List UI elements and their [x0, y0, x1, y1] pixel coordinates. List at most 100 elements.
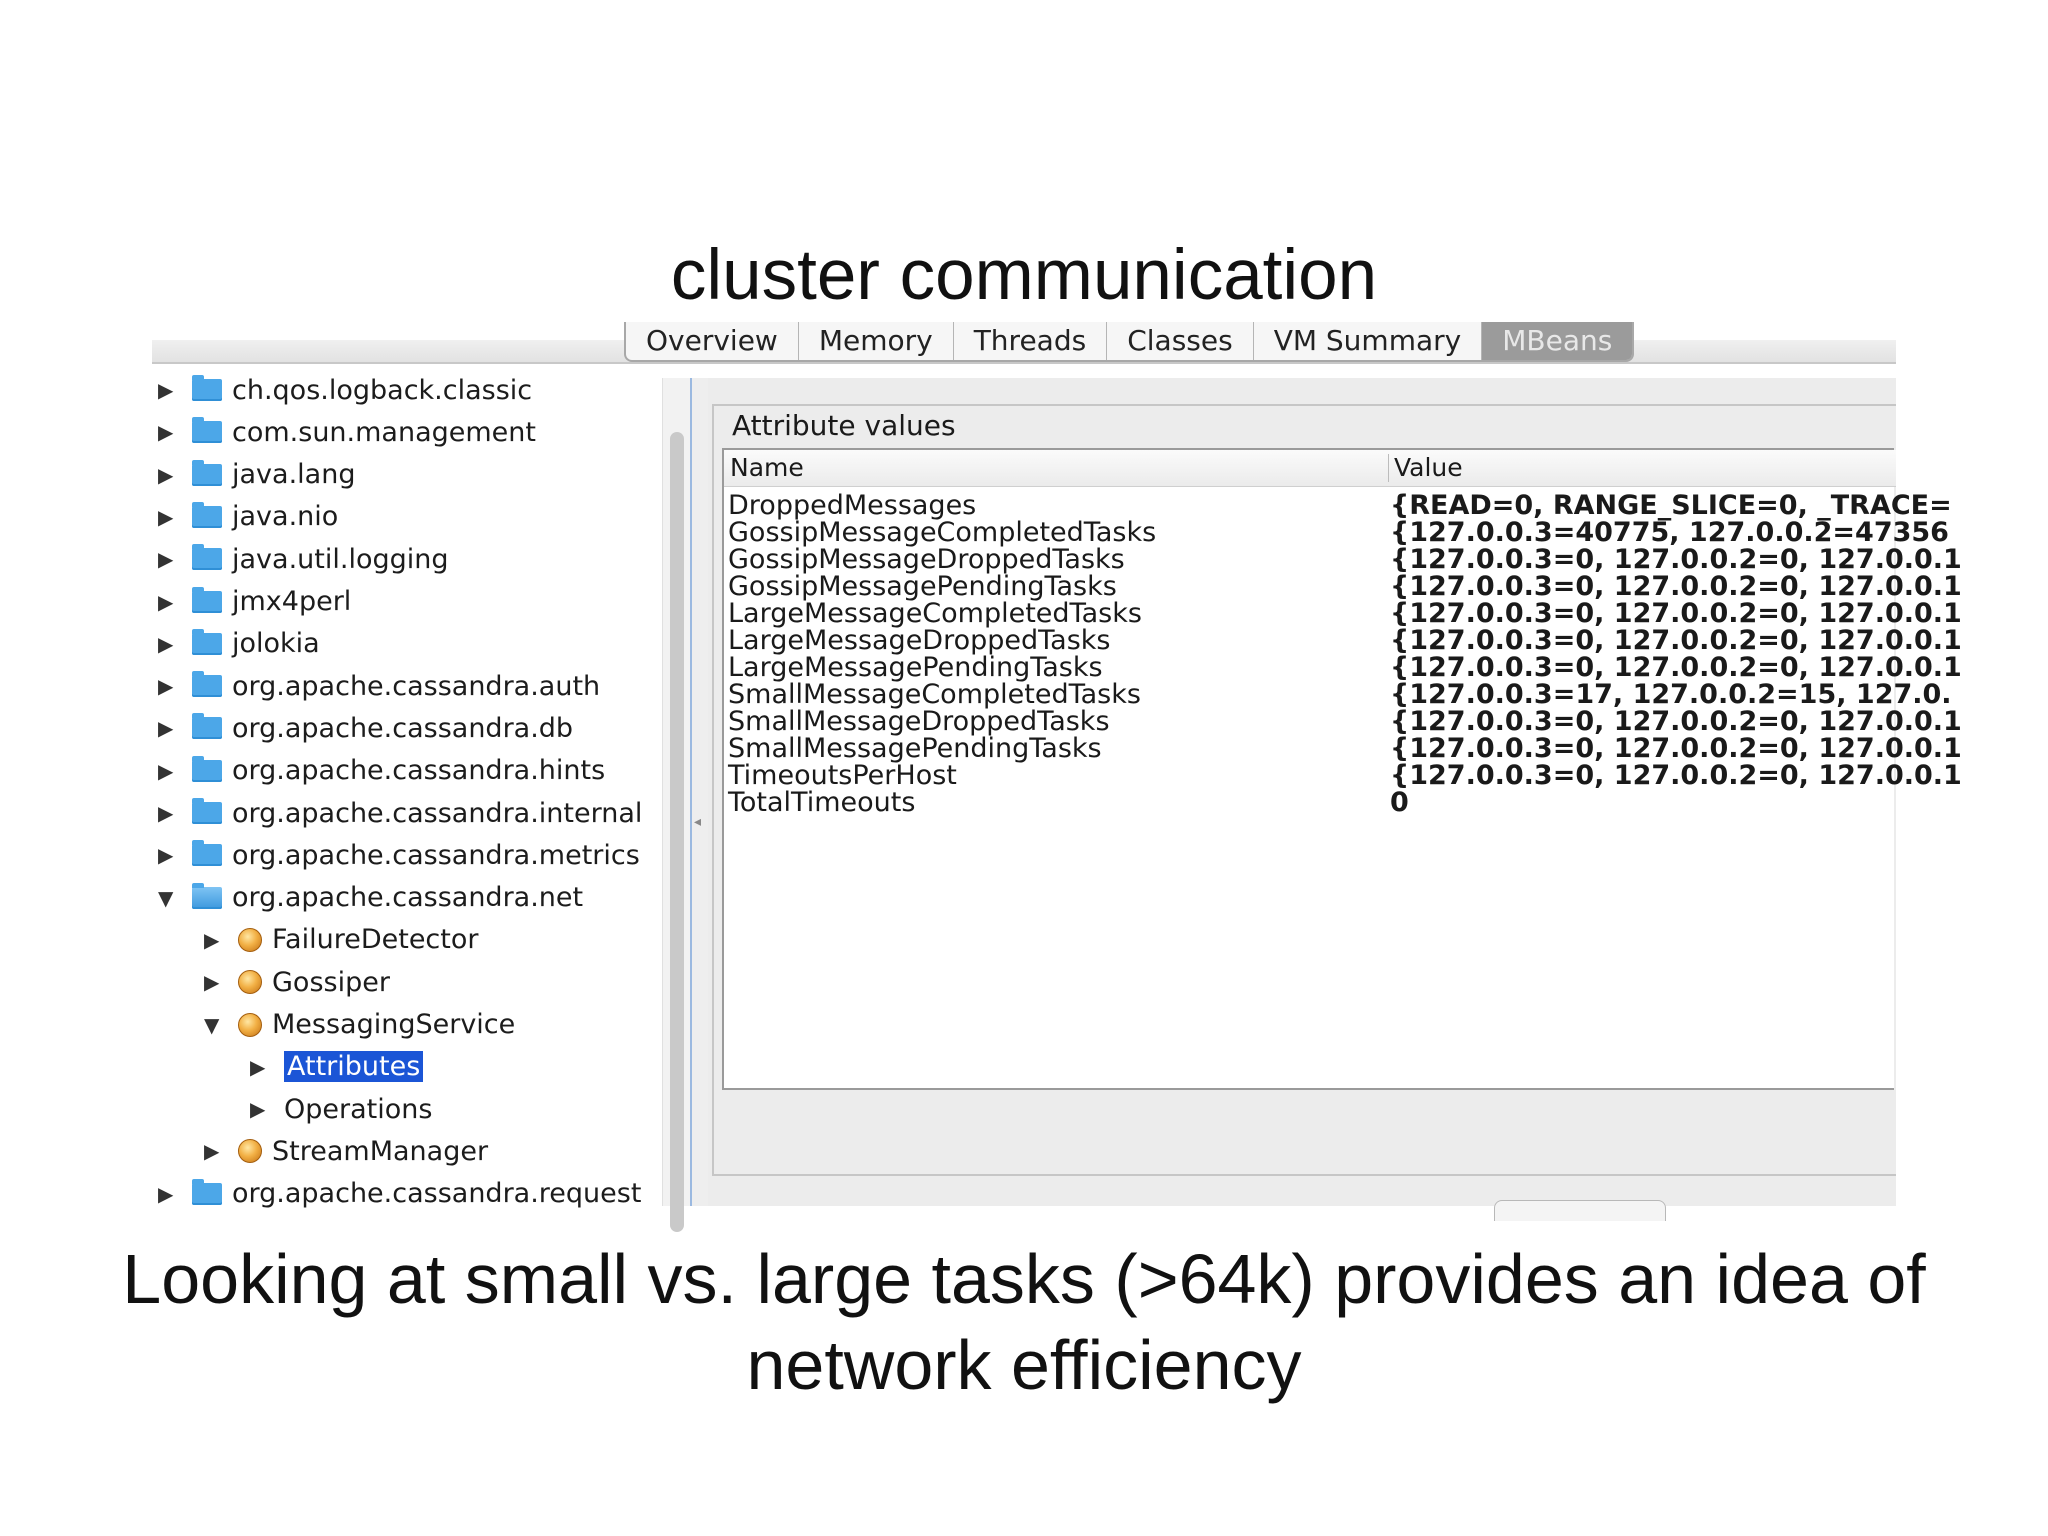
tree-node-label[interactable]: FailureDetector [272, 924, 479, 956]
collapse-triangle-icon[interactable]: ▼ [204, 1012, 220, 1037]
expand-triangle-icon[interactable]: ▶ [158, 758, 174, 783]
tree-node[interactable]: ▶ Attributes [250, 1046, 424, 1088]
tree-node[interactable]: ▶ java.nio [158, 496, 338, 538]
tree-node[interactable]: ▶ java.util.logging [158, 538, 449, 580]
expand-triangle-icon[interactable]: ▶ [204, 970, 220, 995]
expand-triangle-icon[interactable]: ▶ [158, 801, 174, 825]
expand-triangle-icon[interactable]: ▶ [158, 504, 174, 529]
tree-node[interactable]: ▶ java.lang [158, 454, 355, 496]
tree-scrollbar-thumb[interactable] [670, 432, 684, 1232]
attribute-value[interactable]: {127.0.0.3=0, 127.0.0.2=0, 127.0.0.1 [1390, 652, 1962, 683]
tree-scrollbar[interactable] [662, 378, 691, 1232]
tree-node-label[interactable]: org.apache.cassandra.auth [232, 670, 601, 702]
tree-node-label[interactable]: Gossiper [272, 966, 390, 998]
refresh-button[interactable] [1494, 1200, 1666, 1221]
expand-triangle-icon[interactable]: ▶ [158, 589, 174, 614]
expand-triangle-icon[interactable]: ▶ [158, 631, 174, 656]
tree-node-label[interactable]: org.apache.cassandra.metrics [232, 839, 640, 871]
tree-node[interactable]: ▶ Gossiper [204, 961, 390, 1003]
tree-node-label[interactable]: java.lang [232, 459, 356, 491]
tab-classes[interactable]: Classes [1107, 322, 1254, 360]
tree-node-label[interactable]: StreamManager [272, 1135, 489, 1167]
tree-node-label[interactable]: ch.qos.logback.classic [232, 374, 533, 406]
expand-triangle-icon[interactable]: ▶ [158, 420, 174, 445]
attribute-row[interactable]: SmallMessagePendingTasks{127.0.0.3=0, 12… [724, 731, 1962, 766]
expand-triangle-icon[interactable]: ▶ [158, 462, 174, 487]
tree-node[interactable]: ▶ Operations [250, 1088, 432, 1130]
tab-memory[interactable]: Memory [799, 322, 954, 360]
tree-node[interactable]: ▶ FailureDetector [204, 919, 478, 961]
split-pane-divider[interactable]: ◂ [690, 378, 708, 1206]
tree-node-label[interactable]: org.apache.cassandra.request [232, 1178, 642, 1210]
tree-node-label[interactable]: jmx4perl [232, 586, 352, 617]
mbean-tree[interactable]: ▶ ch.qos.logback.classic ▶ com.sun.manageme… [152, 375, 663, 1209]
attribute-value[interactable]: {127.0.0.3=40775, 127.0.0.2=47356 [1390, 517, 1949, 548]
expand-triangle-icon[interactable]: ▶ [158, 674, 174, 699]
tree-node[interactable]: ▶ com.sun.management [158, 411, 536, 453]
tree-node[interactable]: ▶ ch.qos.logback.classic [158, 369, 532, 411]
tree-node[interactable]: ▶ org.apache.cassandra.hints [158, 750, 605, 792]
tree-node-label[interactable]: java.nio [232, 501, 339, 533]
attribute-value[interactable]: {READ=0, RANGE_SLICE=0, _TRACE= [1390, 490, 1952, 521]
attribute-value[interactable]: {127.0.0.3=0, 127.0.0.2=0, 127.0.0.1 [1390, 706, 1962, 737]
tree-node-label[interactable]: jolokia [232, 628, 320, 660]
tree-node-label[interactable]: Operations [284, 1093, 433, 1125]
column-separator[interactable] [1388, 454, 1389, 482]
tree-node-label[interactable]: org.apache.cassandra.hints [232, 755, 606, 787]
attribute-row[interactable]: GossipMessageDroppedTasks{127.0.0.3=0, 1… [724, 542, 1962, 577]
expand-triangle-icon[interactable]: ▶ [158, 716, 174, 741]
tree-node-label[interactable]: org.apache.cassandra.db [232, 712, 574, 744]
attribute-row[interactable]: GossipMessagePendingTasks{127.0.0.3=0, 1… [724, 569, 1962, 604]
attribute-value[interactable]: {127.0.0.3=0, 127.0.0.2=0, 127.0.0.1 [1390, 625, 1962, 656]
tab-threads[interactable]: Threads [954, 322, 1108, 360]
attribute-row[interactable]: LargeMessageCompletedTasks{127.0.0.3=0, … [724, 596, 1962, 631]
attribute-row[interactable]: TimeoutsPerHost{127.0.0.3=0, 127.0.0.2=0… [724, 758, 1962, 793]
attribute-value[interactable]: 0 [1390, 787, 1409, 818]
tree-node-label[interactable]: org.apache.cassandra.internal [232, 797, 643, 829]
tree-node[interactable]: ▼ org.apache.cassandra.net [158, 877, 583, 919]
column-header-name[interactable]: Name [730, 453, 804, 482]
expand-triangle-icon[interactable]: ▶ [158, 1181, 174, 1206]
tree-node[interactable]: ▶ jolokia [158, 623, 320, 665]
tree-node-label[interactable]: org.apache.cassandra.net [232, 882, 584, 914]
tree-node-label[interactable]: com.sun.management [232, 416, 536, 448]
tree-node[interactable]: ▶ StreamManager [204, 1130, 488, 1172]
tab-vm-summary[interactable]: VM Summary [1254, 322, 1483, 360]
attribute-row[interactable]: LargeMessageDroppedTasks{127.0.0.3=0, 12… [724, 623, 1962, 658]
collapse-triangle-icon[interactable]: ▼ [158, 885, 174, 910]
tab-overview[interactable]: Overview [626, 322, 799, 360]
tree-node-label[interactable]: Attributes [284, 1051, 424, 1083]
expand-triangle-icon[interactable]: ▶ [250, 1097, 266, 1122]
attribute-table: Name Value DroppedMessages{READ=0, RANGE… [722, 448, 1962, 1090]
expand-triangle-icon[interactable]: ▶ [158, 843, 174, 868]
attribute-value[interactable]: {127.0.0.3=0, 127.0.0.2=0, 127.0.0.1 [1390, 733, 1962, 764]
expand-triangle-icon[interactable]: ▶ [158, 547, 174, 572]
tree-node-label[interactable]: MessagingService [272, 1009, 516, 1040]
attribute-row[interactable]: SmallMessageCompletedTasks{127.0.0.3=17,… [724, 677, 1952, 712]
tree-node[interactable]: ▶ org.apache.cassandra.metrics [158, 834, 640, 876]
expand-triangle-icon[interactable]: ▶ [204, 927, 220, 952]
attribute-value[interactable]: {127.0.0.3=17, 127.0.0.2=15, 127.0. [1390, 679, 1952, 710]
tree-node-label[interactable]: java.util.logging [232, 543, 449, 575]
attribute-row[interactable]: GossipMessageCompletedTasks{127.0.0.3=40… [724, 515, 1949, 550]
tree-node[interactable]: ▶ org.apache.cassandra.internal [158, 792, 642, 834]
column-header-value[interactable]: Value [1394, 453, 1463, 482]
attribute-row[interactable]: DroppedMessages{READ=0, RANGE_SLICE=0, _… [724, 488, 1952, 523]
attribute-value[interactable]: {127.0.0.3=0, 127.0.0.2=0, 127.0.0.1 [1390, 571, 1962, 602]
tree-node[interactable]: ▶ jmx4perl [158, 581, 351, 623]
tab-mbeans[interactable]: MBeans [1482, 322, 1633, 360]
tree-node[interactable]: ▶ org.apache.cassandra.db [158, 707, 573, 749]
expand-triangle-icon[interactable]: ▶ [204, 1139, 220, 1164]
slide-title: cluster communication [670, 236, 1378, 315]
tree-node[interactable]: ▼ MessagingService [204, 1004, 515, 1046]
expand-triangle-icon[interactable]: ▶ [250, 1054, 266, 1079]
tree-node[interactable]: ▶ org.apache.cassandra.auth [158, 665, 600, 707]
attribute-value[interactable]: {127.0.0.3=0, 127.0.0.2=0, 127.0.0.1 [1390, 598, 1962, 629]
expand-triangle-icon[interactable]: ▶ [158, 378, 174, 402]
tree-node[interactable]: ▶ org.apache.cassandra.request [158, 1173, 641, 1215]
attribute-row[interactable]: LargeMessagePendingTasks{127.0.0.3=0, 12… [724, 650, 1962, 685]
attribute-value[interactable]: {127.0.0.3=0, 127.0.0.2=0, 127.0.0.1 [1390, 544, 1962, 575]
attribute-row[interactable]: SmallMessageDroppedTasks{127.0.0.3=0, 12… [724, 704, 1962, 739]
attribute-value[interactable]: {127.0.0.3=0, 127.0.0.2=0, 127.0.0.1 [1390, 760, 1962, 791]
